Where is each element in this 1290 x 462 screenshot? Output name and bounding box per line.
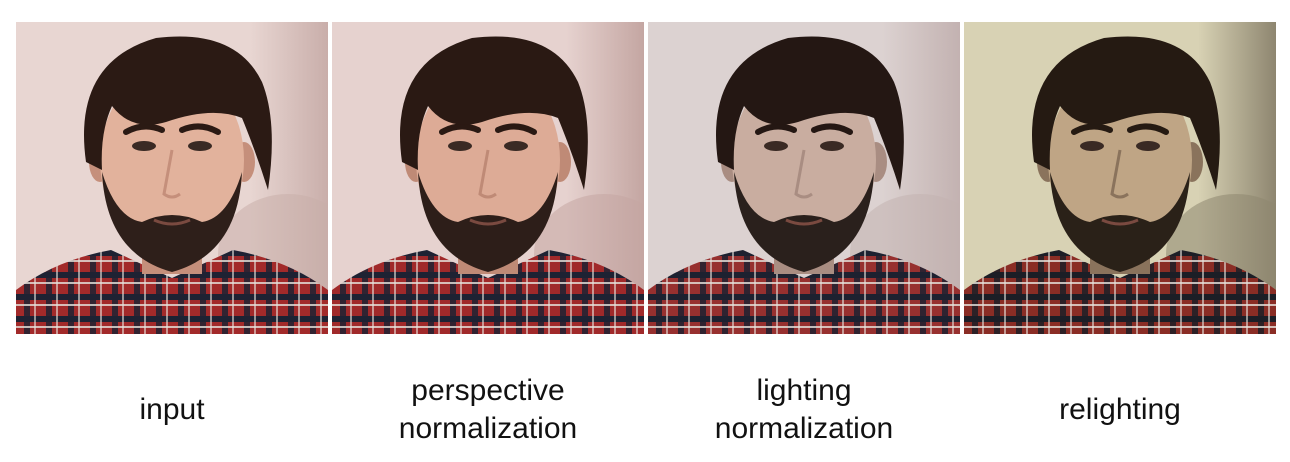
right-eyebrow: [495, 123, 537, 135]
nose: [478, 149, 497, 199]
right-eye: [188, 141, 212, 151]
right-eyebrow: [811, 123, 853, 135]
left-eyebrow: [439, 123, 481, 135]
left-eyebrow: [755, 123, 797, 135]
left-eyebrow: [123, 123, 165, 135]
plaid-shirt: [332, 250, 644, 334]
plaid-shirt: [964, 250, 1276, 334]
portrait-drawing: [16, 22, 328, 334]
left-eye: [1080, 141, 1104, 151]
caption-line-2: normalization: [398, 412, 578, 445]
nose: [1110, 149, 1129, 199]
caption-line-1: input: [139, 393, 205, 426]
portrait-drawing: [648, 22, 960, 334]
hair: [400, 36, 588, 190]
caption-lighting-normalization: lighting normalization: [648, 370, 960, 450]
beard: [102, 172, 242, 272]
input-face-photo: [16, 22, 328, 334]
relit-face-photo: [964, 22, 1276, 334]
mouth: [785, 218, 823, 226]
plaid-shirt: [648, 250, 960, 334]
caption-line-1: relighting: [1059, 393, 1181, 426]
left-eye: [132, 141, 156, 151]
perspective-normalized-face-photo: [332, 22, 644, 334]
portrait-drawing: [964, 22, 1276, 334]
right-eyebrow: [179, 123, 221, 135]
hair: [84, 36, 272, 190]
right-eyebrow: [1127, 123, 1169, 135]
left-eyebrow: [1071, 123, 1113, 135]
right-eye: [504, 141, 528, 151]
mouth: [469, 218, 507, 226]
hair: [716, 36, 904, 190]
caption-relighting: relighting: [964, 370, 1276, 450]
plaid-shirt: [16, 250, 328, 334]
right-eye: [820, 141, 844, 151]
right-eye: [1136, 141, 1160, 151]
mouth: [153, 218, 191, 226]
lighting-normalized-face-photo: [648, 22, 960, 334]
left-eye: [448, 141, 472, 151]
nose: [794, 149, 813, 199]
caption-line-1: perspective: [411, 374, 565, 407]
portrait-drawing: [332, 22, 644, 334]
beard: [418, 172, 558, 272]
caption-line-1: lighting: [756, 374, 852, 407]
beard: [734, 172, 874, 272]
left-eye: [764, 141, 788, 151]
beard: [1050, 172, 1190, 272]
caption-input: input: [16, 370, 328, 450]
caption-perspective-normalization: perspective normalization: [332, 370, 644, 450]
caption-line-2: normalization: [714, 412, 894, 445]
mouth: [1101, 218, 1139, 226]
hair: [1032, 36, 1220, 190]
nose: [162, 149, 181, 199]
